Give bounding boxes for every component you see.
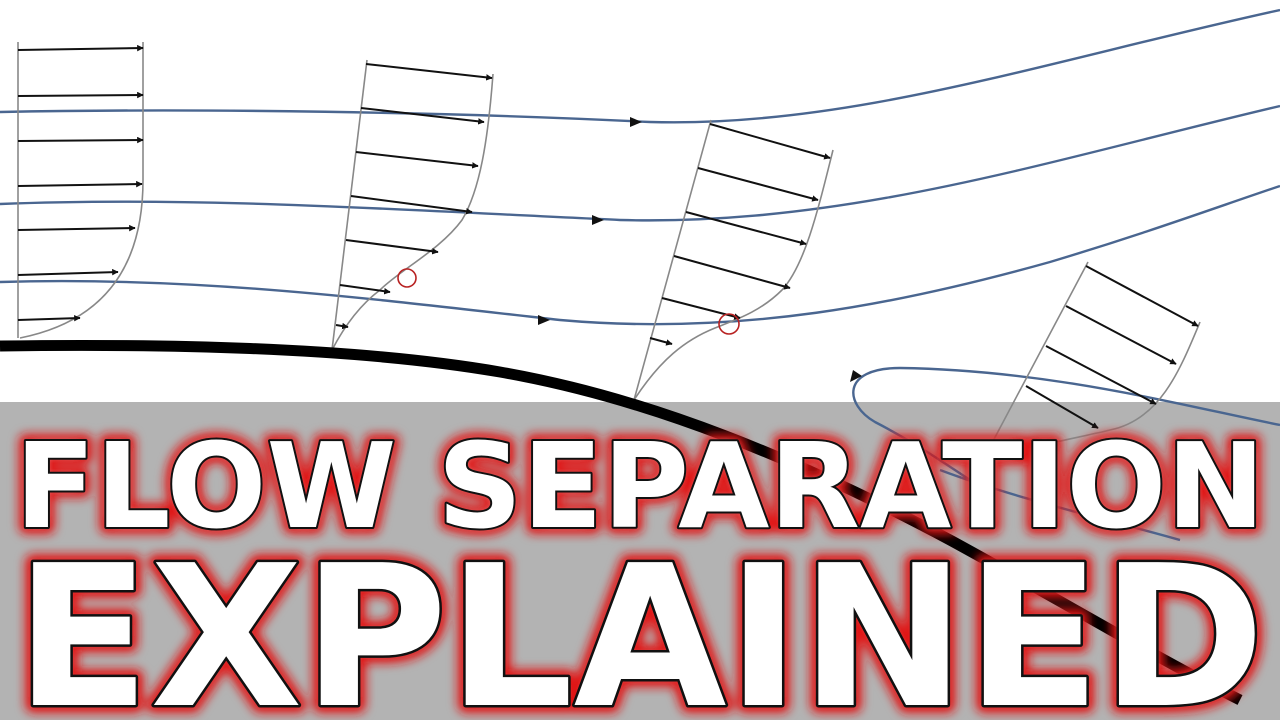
- streamline-direction-markers: [538, 117, 862, 382]
- velocity-arrow: [17, 314, 81, 322]
- velocity-profile-4: [974, 261, 1201, 476]
- separated-streamline: [939, 468, 1181, 542]
- velocity-arrow: [697, 167, 819, 202]
- velocity-profile-3: [633, 119, 834, 401]
- velocity-arrow: [1025, 385, 1099, 429]
- title-line-2: EXPLAINED: [15, 524, 1265, 720]
- title-banner: [0, 402, 1280, 720]
- velocity-arrow: [1085, 265, 1199, 327]
- velocity-arrow: [661, 297, 741, 320]
- velocity-arrows: [1025, 265, 1199, 429]
- velocity-profile-2: [331, 59, 494, 351]
- streamline-3: [0, 184, 1280, 326]
- velocity-arrow: [17, 91, 144, 99]
- velocity-arrow: [17, 268, 119, 276]
- circle-marker-icon: [397, 268, 417, 288]
- velocity-arrow: [360, 107, 485, 125]
- velocity-arrows: [17, 44, 144, 322]
- velocity-arrow: [339, 284, 391, 295]
- streamline-1: [0, 8, 1280, 124]
- recirculation-streamline: [852, 366, 1280, 481]
- circle-marker-icon: [718, 313, 740, 335]
- velocity-arrow: [1045, 345, 1157, 405]
- velocity-arrow: [1065, 305, 1177, 365]
- velocity-arrow: [17, 224, 136, 232]
- velocity-arrow: [17, 180, 143, 188]
- velocity-arrows: [335, 63, 493, 330]
- profile-baseline: [974, 261, 1089, 476]
- velocity-profile-1: [17, 42, 144, 339]
- profile-baseline: [633, 119, 712, 401]
- arrow-right-icon: [538, 315, 550, 325]
- velocity-arrow: [335, 322, 349, 330]
- arrow-right-icon: [850, 370, 862, 382]
- velocity-arrow: [673, 255, 791, 290]
- wall-surface: [0, 339, 1243, 705]
- profile-curve: [979, 321, 1201, 471]
- title-line-2: EXPLAINED: [15, 524, 1265, 720]
- velocity-arrow: [709, 123, 831, 160]
- velocity-arrow: [649, 337, 673, 346]
- profile-curve: [633, 149, 834, 401]
- velocity-arrow: [355, 151, 479, 169]
- velocity-arrows: [649, 123, 831, 346]
- velocity-arrow: [17, 44, 144, 52]
- velocity-arrow: [345, 239, 439, 255]
- title-line-1: FLOW SEPARATION: [15, 417, 1265, 555]
- velocity-arrow: [685, 211, 807, 246]
- velocity-arrow: [365, 63, 493, 81]
- arrow-right-icon: [592, 215, 604, 225]
- profile-curve: [19, 42, 144, 339]
- title-text: FLOW SEPARATION FLOW SEPARATION EXPLAINE…: [7, 410, 1273, 720]
- streamline-2: [0, 104, 1280, 222]
- velocity-arrow: [17, 136, 144, 144]
- title-line-1: FLOW SEPARATION: [15, 417, 1265, 555]
- arrow-right-icon: [630, 117, 642, 127]
- profile-curve: [331, 73, 494, 351]
- velocity-arrow: [350, 195, 473, 215]
